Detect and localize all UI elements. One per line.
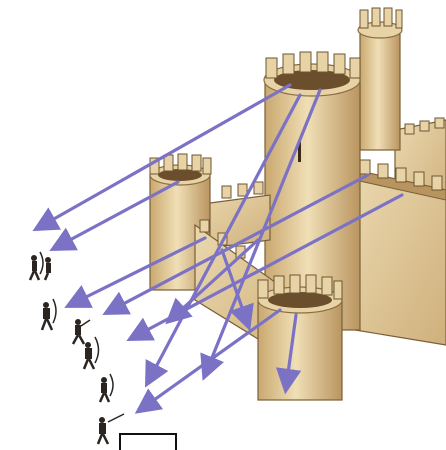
archer-figure	[73, 319, 90, 344]
archers	[30, 252, 124, 444]
archer-figure	[84, 337, 99, 369]
archer-figure	[42, 299, 56, 330]
archer-figure	[30, 252, 51, 280]
front-round-tower	[258, 275, 342, 400]
right-curtain-wall	[355, 160, 446, 345]
archer-figure	[100, 374, 113, 402]
slender-back-tower	[358, 8, 402, 150]
highlight-box	[120, 434, 176, 450]
